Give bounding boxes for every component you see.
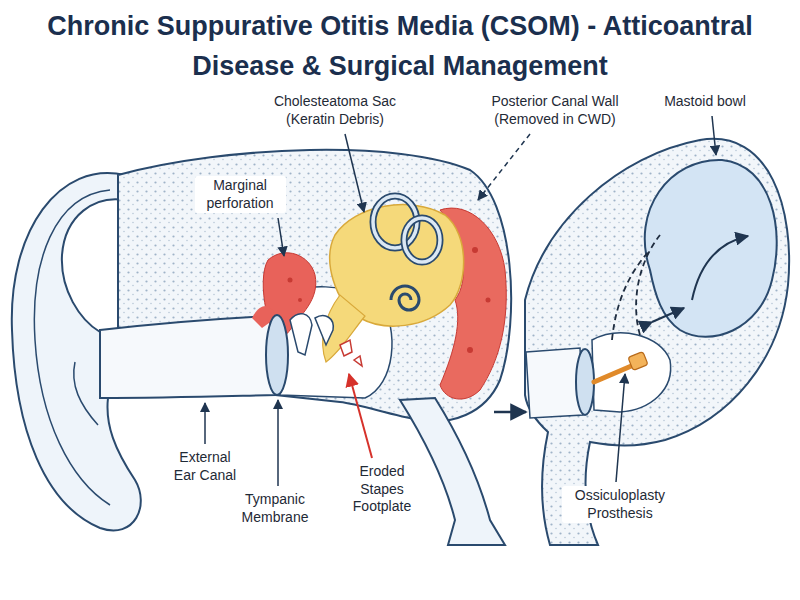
part-label: Tympanic Membrane — [232, 490, 318, 527]
part-label: Posterior Canal Wall (Removed in CWD) — [480, 92, 631, 129]
antihelix-fold — [74, 362, 98, 425]
spot — [298, 298, 302, 302]
bowl-double-arrow — [652, 308, 684, 322]
spot — [472, 247, 478, 253]
part-label: Ossiculoplasty Prosthesis — [562, 486, 678, 523]
prosthesis-head — [628, 352, 648, 371]
removed-wall-line — [612, 250, 650, 340]
spot — [288, 278, 293, 283]
stapes-fragment — [340, 340, 352, 356]
transition-arrow — [494, 411, 526, 414]
grafted-membrane — [576, 349, 594, 415]
leader-line — [204, 403, 206, 444]
part-label: Cholesteatoma Sac (Keratin Debris) — [265, 92, 406, 129]
leader-line — [712, 116, 716, 155]
tympanic-membrane — [266, 315, 288, 395]
bowl-arrow — [692, 236, 748, 300]
leader-line — [277, 400, 279, 486]
leader-line — [616, 374, 625, 482]
leader-line — [349, 374, 372, 458]
cochlea — [391, 286, 419, 310]
part-label: Mastoid bowl — [647, 92, 763, 112]
prosthesis-shaft — [594, 364, 636, 382]
spot — [486, 298, 491, 303]
post-op-temporal-bone — [525, 139, 789, 545]
semicircular-canal — [404, 218, 440, 262]
malleus — [290, 314, 312, 355]
leader-line — [345, 134, 364, 212]
post-op-ear-canal — [526, 348, 583, 418]
ear-canal — [100, 316, 276, 398]
helix-fold — [34, 190, 110, 505]
eroded-incus — [315, 316, 333, 345]
post-op-middle-ear — [592, 333, 671, 412]
leader-line — [278, 218, 284, 256]
part-label: External Ear Canal — [167, 448, 243, 485]
stapes-fragment — [354, 356, 362, 366]
spot — [467, 347, 473, 353]
part-label: Eroded Stapes Footplate — [344, 462, 420, 517]
diagram-title: Chronic Suppurative Otitis Media (CSOM) … — [20, 6, 780, 86]
leader-line — [478, 134, 530, 200]
semicircular-canal-lumen — [404, 218, 440, 262]
part-label: Marginal perforation — [195, 176, 286, 213]
mastoid-bowl — [645, 160, 777, 337]
